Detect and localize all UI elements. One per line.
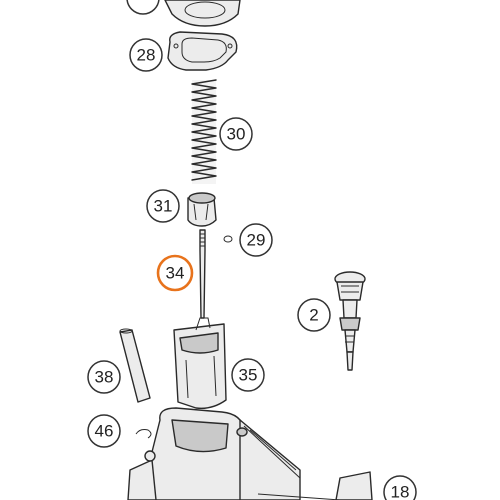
callout-2: 2 (297, 298, 331, 332)
needle-clip (223, 235, 233, 243)
callout-label: 46 (95, 422, 114, 441)
cap-gasket (167, 31, 238, 71)
leader-lines (243, 425, 341, 500)
callout-31: 31 (146, 189, 180, 223)
callout-28: 28 (129, 38, 163, 72)
callout-35: 35 (231, 358, 265, 392)
callout-38: 38 (87, 360, 121, 394)
callout-label: 30 (227, 125, 246, 144)
throttle-spring (191, 79, 217, 184)
callout-label: 18 (391, 483, 410, 500)
callout-label: 29 (247, 231, 266, 250)
callout-29: 29 (239, 223, 273, 257)
callout-label: 2 (309, 306, 318, 325)
callout-30: 30 (219, 117, 253, 151)
callout-27 (126, 0, 160, 15)
throttle-slide (173, 317, 227, 410)
callout-label: 38 (95, 368, 114, 387)
callout-18: 18 (383, 475, 417, 500)
jet-needle (199, 229, 206, 319)
idle-adjust-screw (334, 271, 366, 371)
carburetor-top-cap (164, 0, 241, 27)
callout-46: 46 (87, 414, 121, 448)
callout-34: 34 (156, 254, 194, 292)
callout-label: 35 (239, 366, 258, 385)
vent-hose (119, 328, 151, 403)
callout-label: 28 (137, 46, 156, 65)
small-o-ring (135, 429, 152, 439)
carburetor-body (127, 407, 373, 500)
callout-label: 34 (166, 264, 185, 283)
needle-retainer (187, 192, 217, 227)
callout-label: 31 (154, 197, 173, 216)
